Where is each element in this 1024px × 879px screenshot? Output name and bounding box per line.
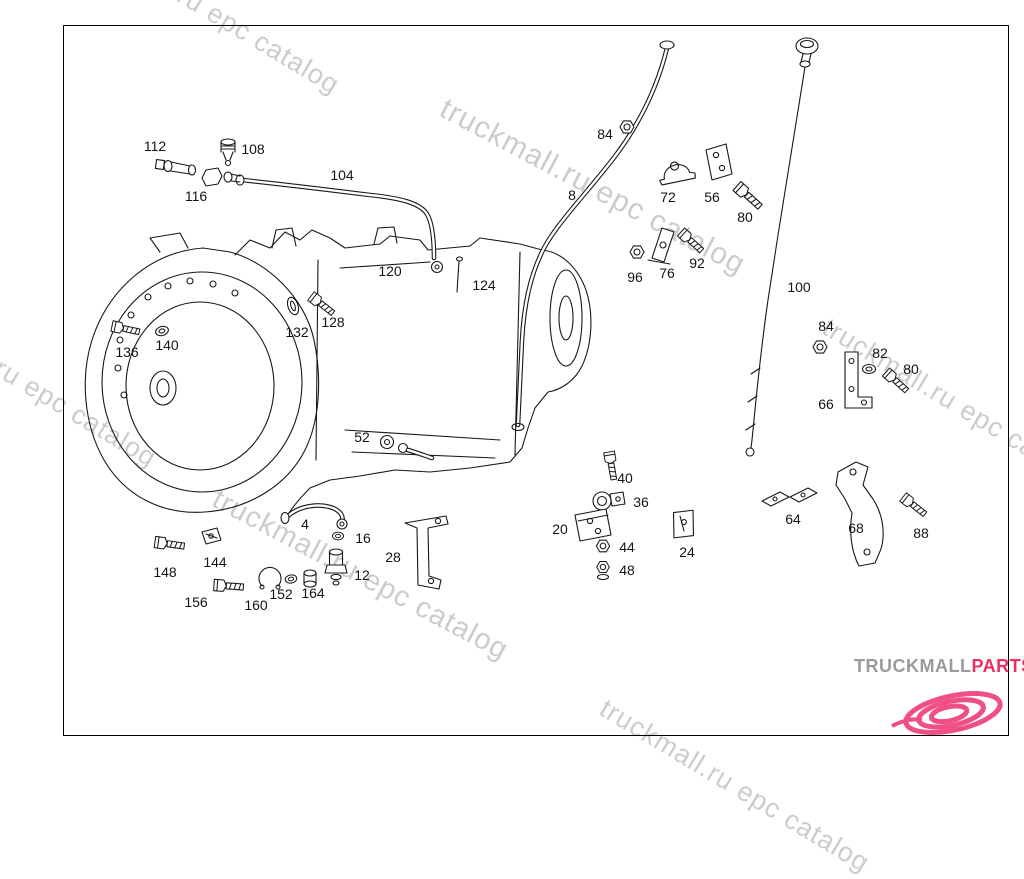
bushing-164 [303,569,317,588]
dipstick-100 [745,37,819,457]
clamp-36 [592,491,626,511]
diagram-line-art [63,25,1009,736]
snap-ring-160 [258,566,282,590]
brand-swirl-icon [891,691,1003,735]
brand-logo-name: TRUCKMALL [854,656,972,676]
brand-logo-suffix: PARTS [971,656,1024,676]
clamp-72-bracket-56 [659,143,733,186]
oil-filler-tube-8 [511,40,675,432]
bracket-66 [844,351,873,409]
hose-4 [280,503,348,530]
transmission-case [234,226,592,517]
brand-logo: TRUCKMALLPARTS [854,656,1024,677]
clip-24 [672,509,695,539]
clips-64 [761,487,818,507]
pipe-104 [235,174,437,261]
bracket-20 [574,508,612,542]
banjo-52 [379,434,435,461]
clamp-132 [286,296,300,316]
bracket-76 [647,227,675,265]
fittings-112-116-108 [154,138,241,187]
bracket-28 [404,515,449,590]
ring-120-pin-124 [430,256,464,293]
fitting-12 [324,548,348,586]
bolts-nuts-washers [110,120,929,594]
bracket-68 [835,461,884,567]
bell-housing [84,232,320,513]
diagram-border [63,25,1009,736]
clip-144 [201,527,222,545]
